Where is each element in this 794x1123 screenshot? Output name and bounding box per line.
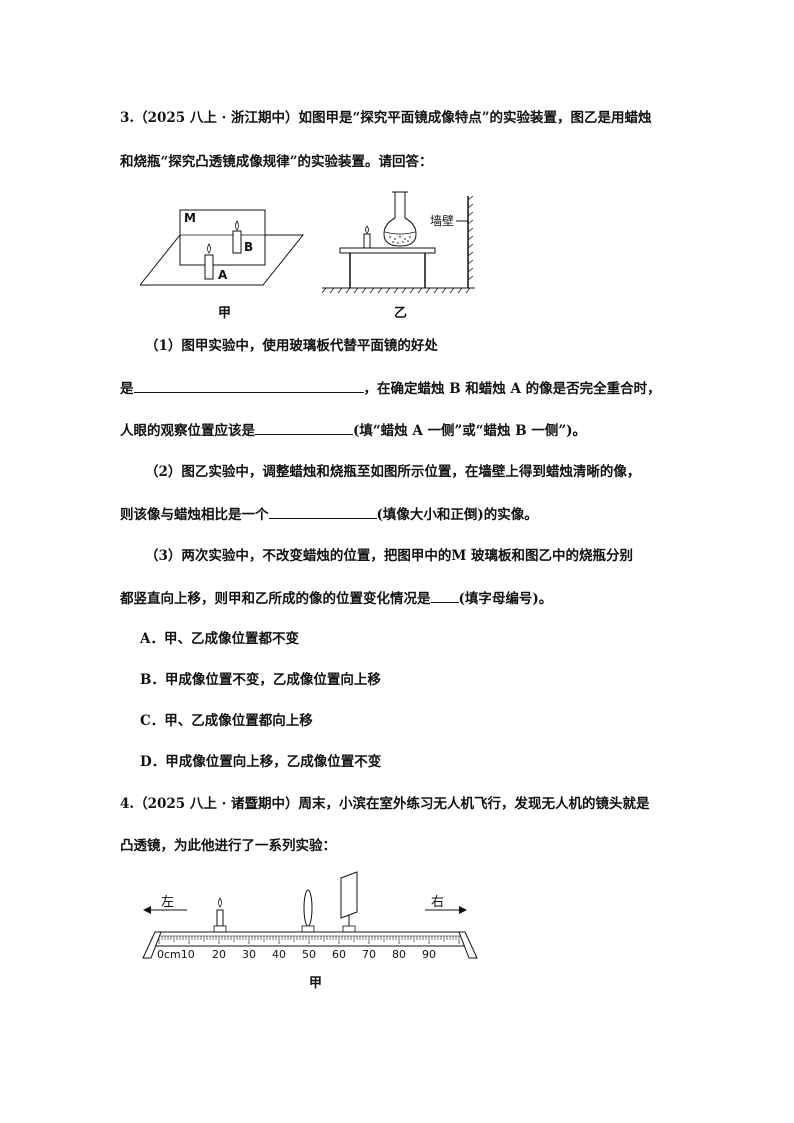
q3-sub1-line3-a: 人眼的观察位置应该是 bbox=[120, 423, 255, 439]
q3-header-line2: 和烧瓶“探究凸透镜成像规律”的实验装置。请回答： bbox=[120, 154, 433, 170]
ruler-tick-label: 40 bbox=[272, 948, 286, 961]
q3-sub3-line1: （3）两次实验中，不改变蜡烛的位置，把图甲中的M 玻璃板和图乙中的烧瓶分别 bbox=[145, 548, 634, 564]
ruler-tick-label: 80 bbox=[392, 948, 406, 961]
figure-plane-mirror: M B A bbox=[140, 209, 305, 286]
label-candle-B: B bbox=[244, 240, 253, 254]
caption-yi-q3: 乙 bbox=[394, 306, 408, 321]
ruler-ticks bbox=[158, 936, 460, 944]
q4-header-line1: 4.（2025 八上 · 诸暨期中）周末，小滨在室外练习无人机飞行，发现无人机的… bbox=[120, 796, 650, 812]
label-candle-A: A bbox=[218, 268, 228, 282]
q3-sub2-line2: 则该像与蜡烛相比是一个 (填像大小和正倒)的实像。 bbox=[120, 504, 676, 525]
answer-blank-4[interactable] bbox=[430, 588, 459, 603]
ruler-tick-label: 0cm10 bbox=[157, 948, 195, 961]
q3-header-line1: 3.（2025 八上 · 浙江期中）如图甲是“探究平面镜成像特点”的实验装置，图… bbox=[120, 110, 652, 126]
ruler-tick-label: 30 bbox=[242, 948, 256, 961]
label-left: 左 bbox=[161, 895, 174, 910]
ruler-tick-label: 70 bbox=[362, 948, 376, 961]
q4-header-line2: 凸透镜，为此他进行了一系列实验： bbox=[120, 838, 336, 854]
q3-sub1-line2-b: ，在确定蜡烛 B 和蜡烛 A 的像是否完全重合时， bbox=[363, 381, 661, 397]
label-right: 右 bbox=[431, 895, 444, 910]
ruler-tick-label: 20 bbox=[212, 948, 226, 961]
ruler-tick-label: 90 bbox=[422, 948, 436, 961]
q3-sub2-line2-a: 则该像与蜡烛相比是一个 bbox=[120, 507, 269, 523]
q3-sub1-line3-b: (填“蜡烛 A 一侧”或“蜡烛 B 一侧”)。 bbox=[353, 423, 587, 439]
answer-blank-2[interactable] bbox=[255, 420, 353, 435]
ruler-tick-label: 60 bbox=[332, 948, 346, 961]
q3-sub3-line2: 都竖直向上移，则甲和乙所成的像的位置变化情况是 (填字母编号)。 bbox=[120, 588, 676, 609]
option-b[interactable]: B．甲成像位置不变，乙成像位置向上移 bbox=[140, 672, 381, 688]
caption-jia-q3: 甲 bbox=[218, 306, 232, 321]
q3-sub3-line2-b: (填字母编号)。 bbox=[458, 591, 553, 607]
q3-sub3-line2-a: 都竖直向上移，则甲和乙所成的像的位置变化情况是 bbox=[120, 591, 431, 607]
q3-sub1-line2: 是 ，在确定蜡烛 B 和蜡烛 A 的像是否完全重合时， bbox=[120, 378, 676, 399]
figure-optical-bench: 左 右 0cm10 20 30 40 50 60 70 80 90 bbox=[142, 871, 478, 961]
answer-blank-1[interactable] bbox=[133, 378, 364, 393]
figure-flask-lens: 墙壁 bbox=[321, 191, 475, 294]
q3-sub2-line2-b: (填像大小和正倒)的实像。 bbox=[376, 507, 538, 523]
option-d[interactable]: D．甲成像位置向上移，乙成像位置不变 bbox=[140, 754, 382, 770]
q3-sub2-line1: （2）图乙实验中，调整蜡烛和烧瓶至如图所示位置，在墙壁上得到蜡烛清晰的像， bbox=[145, 464, 641, 480]
option-c[interactable]: C．甲、乙成像位置都向上移 bbox=[140, 713, 313, 729]
q3-sub1-line1: （1）图甲实验中，使用玻璃板代替平面镜的好处 bbox=[145, 338, 438, 354]
q3-sub1-line2-a: 是 bbox=[120, 381, 134, 397]
label-mirror-M: M bbox=[184, 211, 196, 225]
answer-blank-3[interactable] bbox=[268, 504, 377, 519]
caption-jia-q4: 甲 bbox=[309, 976, 323, 991]
option-a[interactable]: A．甲、乙成像位置都不变 bbox=[140, 631, 299, 647]
label-wall: 墙壁 bbox=[430, 213, 454, 228]
q3-sub1-line3: 人眼的观察位置应该是 (填“蜡烛 A 一侧”或“蜡烛 B 一侧”)。 bbox=[120, 420, 676, 441]
ruler-tick-label: 50 bbox=[302, 948, 316, 961]
